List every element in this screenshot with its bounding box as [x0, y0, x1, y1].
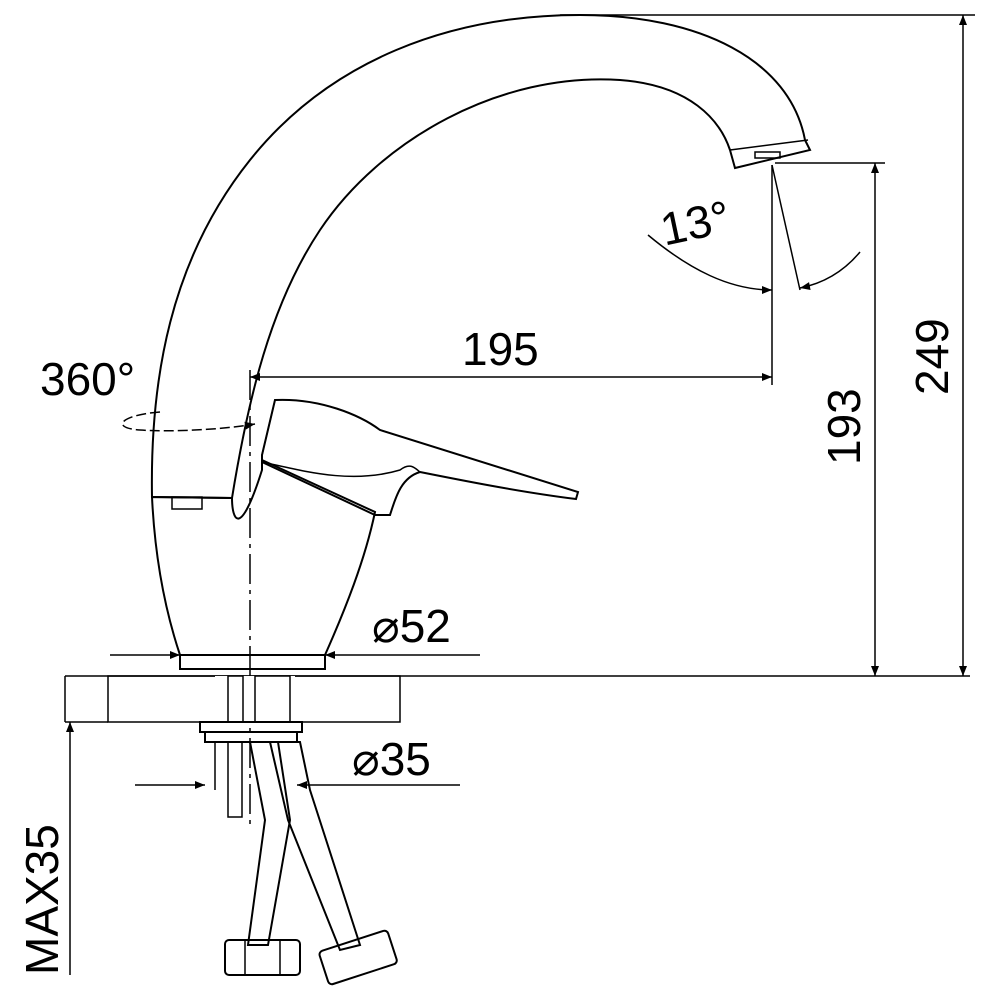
shank-diameter-dimension: ⌀35	[135, 733, 460, 789]
angle-label: 13°	[656, 190, 735, 255]
reach-dimension: 195	[250, 165, 773, 385]
faucet-body	[150, 458, 377, 670]
total-height-label: 249	[906, 318, 958, 395]
lever-handle	[261, 398, 580, 516]
total-height-dimension: 249	[560, 14, 975, 676]
shank-and-hoses	[199, 721, 398, 986]
base-diameter-dimension: ⌀52	[110, 600, 480, 659]
base-diameter-label: ⌀52	[372, 600, 451, 652]
max-counter-label: MAX35	[16, 824, 68, 975]
rotation-label: 360°	[40, 353, 135, 405]
max-counter-dimension: MAX35	[16, 722, 74, 975]
spout-height-dimension: 193	[775, 162, 885, 676]
spout-height-label: 193	[818, 388, 870, 465]
angle-dimension: 13°	[647, 164, 861, 294]
shank-diameter-label: ⌀35	[352, 733, 431, 785]
countertop	[64, 675, 970, 723]
rotation-indicator: 360°	[40, 353, 256, 432]
reach-label: 195	[462, 323, 539, 375]
